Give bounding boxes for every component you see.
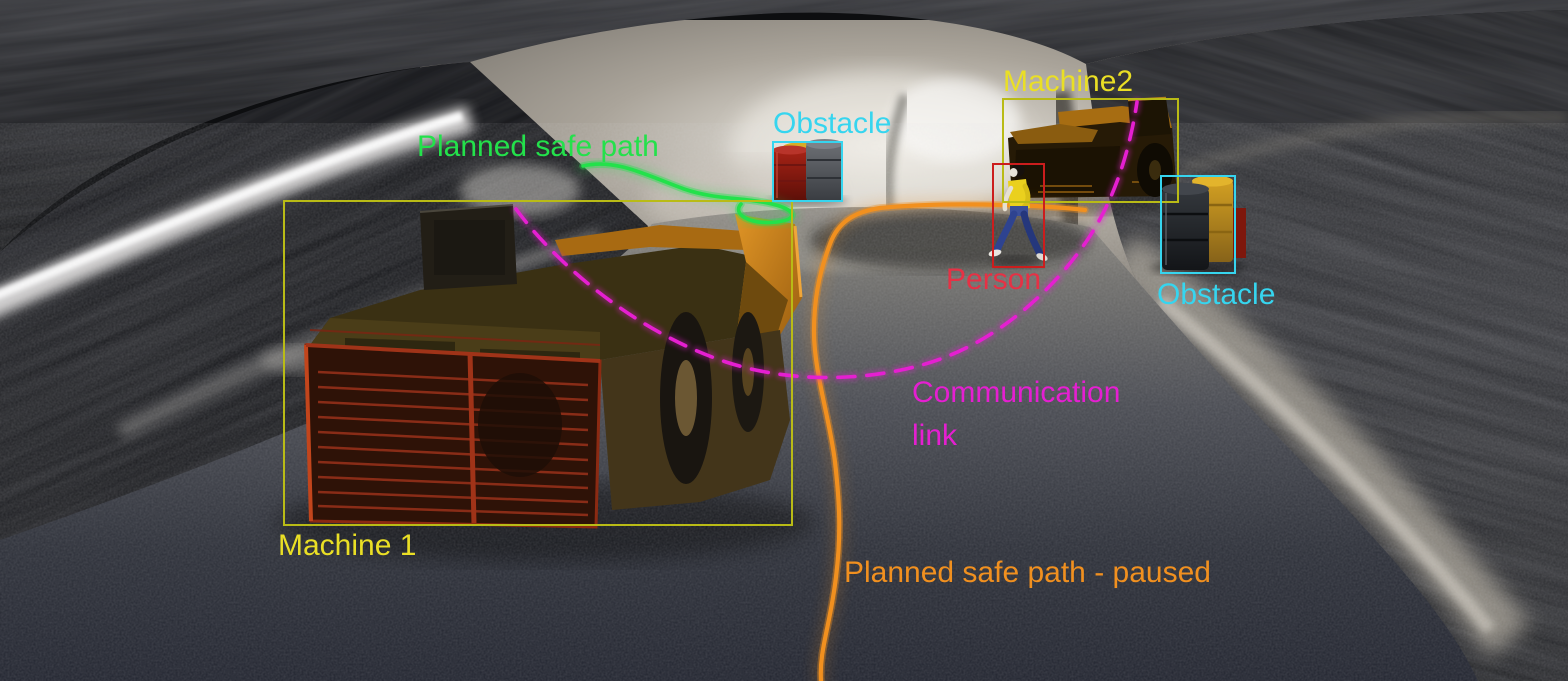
- communication-link-label: Communication link: [912, 371, 1120, 457]
- planned-safe-path-label: Planned safe path: [417, 130, 659, 163]
- machine2-bounding-box: [1002, 98, 1179, 203]
- communication-link-label-line2: link: [912, 419, 958, 452]
- barrel-red: [773, 145, 808, 201]
- machine2-label: Machine2: [1003, 65, 1134, 98]
- machine1-front-grille: [304, 329, 602, 529]
- barrel-black: [1162, 183, 1209, 270]
- machine1-bounding-box: [283, 200, 793, 526]
- planned-safe-path-paused-label: Planned safe path - paused: [844, 556, 1211, 589]
- person-bounding-box: [992, 163, 1045, 268]
- obstacle-right-bounding-box: [1160, 175, 1236, 274]
- obstacle-left-bounding-box: [772, 141, 843, 202]
- machine1-label: Machine 1: [278, 529, 417, 562]
- person-label: Person: [946, 263, 1042, 296]
- obstacle-left-label: Obstacle: [773, 107, 892, 140]
- communication-link-label-line1: Communication: [912, 376, 1121, 409]
- obstacle-right-label: Obstacle: [1157, 278, 1276, 311]
- machine1-vehicle: [304, 204, 803, 529]
- obstacle-barrels-right: [1150, 175, 1246, 275]
